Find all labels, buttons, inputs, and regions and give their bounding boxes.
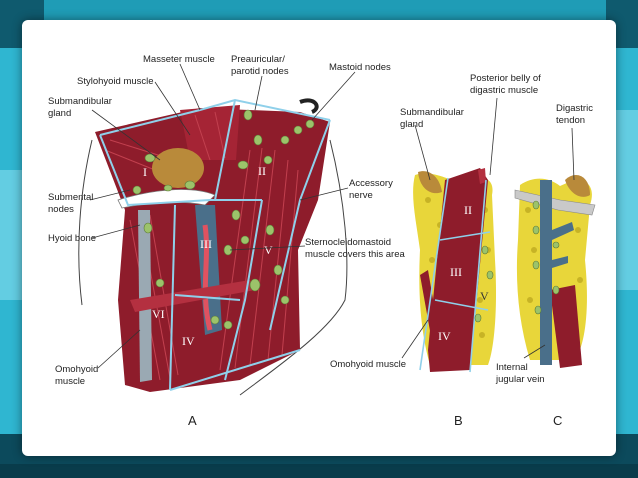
- hyoid-trachea-shape: [138, 210, 152, 382]
- submandibular-gland-a: [152, 148, 204, 188]
- scm-muscle-c: [550, 285, 582, 368]
- figure-c: Digastric tendon Internal jugular vein: [495, 103, 596, 385]
- level-iii-label-b: III: [450, 265, 462, 279]
- level-ii-label-b: II: [464, 203, 472, 217]
- level-v-label: V: [264, 243, 273, 257]
- gland-top-b: [418, 171, 442, 194]
- scm-label-line1: Sternocleidomastoid: [305, 237, 391, 248]
- submandibular-label-a-line2: gland: [48, 108, 71, 119]
- submental-nodes-label-line2: nodes: [48, 204, 74, 215]
- ijv-label-line2: jugular vein: [495, 374, 545, 385]
- omohyoid-label-b: Omohyoid muscle: [330, 359, 406, 370]
- leader-lines-b: [401, 97, 498, 359]
- omohyoid-label-a-line1: Omohyoid: [55, 364, 98, 375]
- digastric-tendon-label-line1: Digastric: [556, 103, 593, 114]
- internal-jugular-vein-c: [540, 180, 552, 365]
- level-i-label: I: [143, 165, 147, 179]
- submandibular-label-b-line1: Submandibular: [400, 107, 464, 118]
- submandibular-label-b-line2: gland: [400, 119, 423, 130]
- mastoid-nodes-label: Mastoid nodes: [329, 62, 391, 73]
- lymph-nodes-a: [132, 109, 315, 330]
- neck-outline-back: [239, 139, 348, 396]
- lymph-nodes-b: [474, 245, 494, 323]
- level-iv-label-b: IV: [438, 329, 451, 343]
- scm-label-line2: muscle covers this area: [305, 249, 406, 260]
- figure-a-caption: A: [188, 413, 197, 428]
- left-frame-accent: [0, 170, 22, 300]
- top-frame-band: [0, 0, 638, 20]
- preauricular-label-line1: Preauricular/: [231, 54, 285, 65]
- leader-lines-c: [523, 127, 575, 359]
- posterior-belly-label-line1: Posterior belly of: [470, 73, 541, 84]
- slide-panel: [22, 20, 616, 456]
- lymph-nodes-c: [532, 200, 560, 315]
- submental-nodes-label-line1: Submental: [48, 192, 93, 203]
- digastric-tendon-shape: [514, 189, 596, 216]
- level-v-label-b: V: [480, 289, 489, 303]
- jugular-vein-a: [195, 205, 222, 335]
- carotid-artery-a: [202, 224, 213, 331]
- submandibular-label-a-line1: Submandibular: [48, 96, 112, 107]
- stylohyoid-muscle-label: Stylohyoid muscle: [77, 76, 154, 87]
- leader-lines-a: [89, 63, 356, 369]
- posterior-belly-label-line2: digastric muscle: [470, 85, 538, 96]
- masseter-muscle-label: Masseter muscle: [143, 54, 215, 65]
- figure-b-caption: B: [454, 413, 463, 428]
- scm-muscle-b: [428, 168, 488, 372]
- bottom-frame-strip: [0, 464, 638, 478]
- digastric-tendon-label-line2: tendon: [556, 115, 585, 126]
- hyoid-bone-label: Hyoid bone: [48, 233, 96, 244]
- level-iii-label: III: [200, 237, 212, 251]
- preauricular-label-line2: parotid nodes: [231, 66, 289, 77]
- level-ii-label: II: [258, 164, 266, 178]
- accessory-nerve-label-line2: nerve: [349, 190, 373, 201]
- ear-lobe: [299, 98, 319, 114]
- neck-outline-front: [78, 139, 93, 306]
- figure-a: I II III IV V VI Masseter muscle Preauri…: [48, 54, 406, 396]
- level-boundaries-b: [419, 177, 491, 373]
- vein-branch-2: [552, 256, 568, 268]
- ijv-label-line1: Internal: [496, 362, 528, 373]
- omohyoid-label-a-line2: muscle: [55, 376, 85, 387]
- accessory-nerve-label-line1: Accessory: [349, 178, 393, 189]
- figure-b: II III IV V Submandibular gland Posterio…: [330, 73, 541, 373]
- figure-c-caption: C: [553, 413, 562, 428]
- level-vi-label: VI: [152, 307, 165, 321]
- gland-top-c: [565, 175, 590, 197]
- scm-tip-b: [478, 168, 486, 184]
- facial-vein-branch: [552, 222, 574, 240]
- right-frame-accent: [616, 110, 638, 290]
- level-iv-label: IV: [182, 334, 195, 348]
